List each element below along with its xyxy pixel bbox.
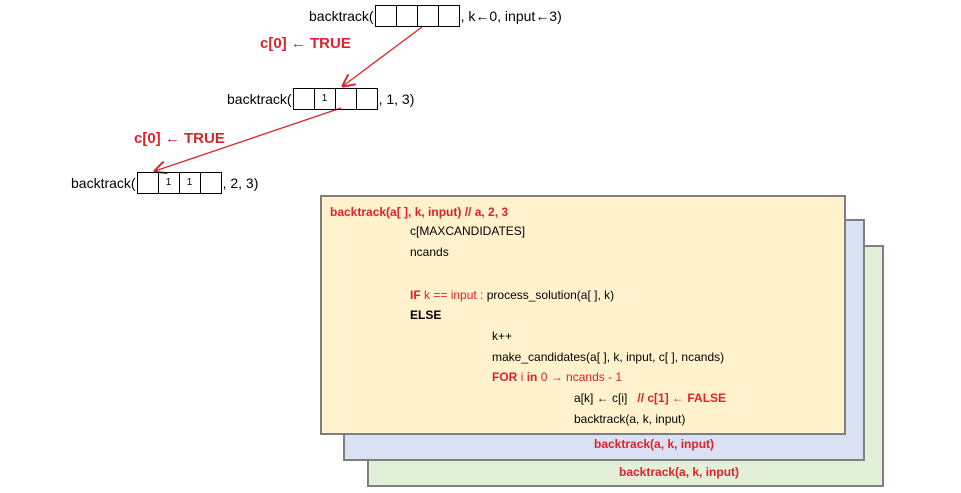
call-1-suffix: , k←0, input←3) [460, 8, 562, 24]
stack-frame-front: backtrack(a[ ], k, input) // a, 2, 3 c[M… [320, 195, 846, 435]
array-cell [376, 6, 397, 26]
code-line-assign: a[k] ← c[i] // c[1] ← FALSE [574, 391, 726, 406]
code-line-for: FOR i in 0 → ncands - 1 [492, 370, 622, 385]
code-line-make: make_candidates(a[ ], k, input, c[ ], nc… [492, 350, 725, 364]
call-2-prefix: backtrack( [227, 91, 292, 107]
code-line-recurse: backtrack(a, k, input) [574, 412, 686, 426]
call-3-array: 1 1 [136, 172, 222, 194]
arrow-call-1-to-2 [343, 26, 423, 86]
call-2: backtrack( 1 , 1, 3) [227, 88, 414, 110]
call-3-suffix: , 2, 3) [222, 175, 259, 191]
array-cell [201, 173, 221, 193]
for-in: in [526, 370, 538, 384]
array-cell: 1 [315, 89, 336, 109]
if-keyword: IF [410, 288, 421, 302]
for-keyword: FOR [492, 370, 518, 384]
code-line-cmax: c[MAXCANDIDATES] [410, 224, 526, 238]
arrow-call-2-to-3 [155, 107, 342, 171]
call-2-array: 1 [292, 88, 378, 110]
code-line-inc: k++ [492, 329, 513, 343]
call-3: backtrack( 1 1 , 2, 3) [71, 172, 258, 194]
call-1-array [374, 5, 460, 27]
array-cell [357, 89, 377, 109]
array-cell [138, 173, 159, 193]
if-body: process_solution(a[ ], k) [486, 288, 615, 302]
if-condition: k == input : [424, 288, 484, 302]
code-line-if: IF k == input : process_solution(a[ ], k… [410, 288, 614, 303]
for-range: 0 → ncands - 1 [540, 370, 623, 384]
array-cell: 1 [180, 173, 201, 193]
assignment-1: c[0] ← TRUE [260, 35, 351, 52]
array-cell: 1 [159, 173, 180, 193]
assign-stmt: a[k] ← c[i] [574, 391, 628, 405]
array-cell [397, 6, 418, 26]
code-header: backtrack(a[ ], k, input) // a, 2, 3 [330, 205, 509, 219]
array-cell [439, 6, 459, 26]
stack-frame-back-label: backtrack(a, k, input) [619, 465, 740, 479]
array-cell [294, 89, 315, 109]
for-var: i [520, 370, 524, 384]
assign-comment: // c[1] ← FALSE [637, 391, 727, 405]
call-1: backtrack( , k←0, input←3) [309, 5, 562, 27]
assignment-2: c[0] ← TRUE [134, 130, 225, 147]
array-cell [418, 6, 439, 26]
array-cell [336, 89, 357, 109]
stack-frame-middle-label: backtrack(a, k, input) [594, 437, 715, 451]
call-1-prefix: backtrack( [309, 8, 374, 24]
call-2-suffix: , 1, 3) [378, 91, 415, 107]
code-line-ncands: ncands [410, 245, 449, 259]
code-line-else: ELSE [410, 308, 442, 322]
call-3-prefix: backtrack( [71, 175, 136, 191]
